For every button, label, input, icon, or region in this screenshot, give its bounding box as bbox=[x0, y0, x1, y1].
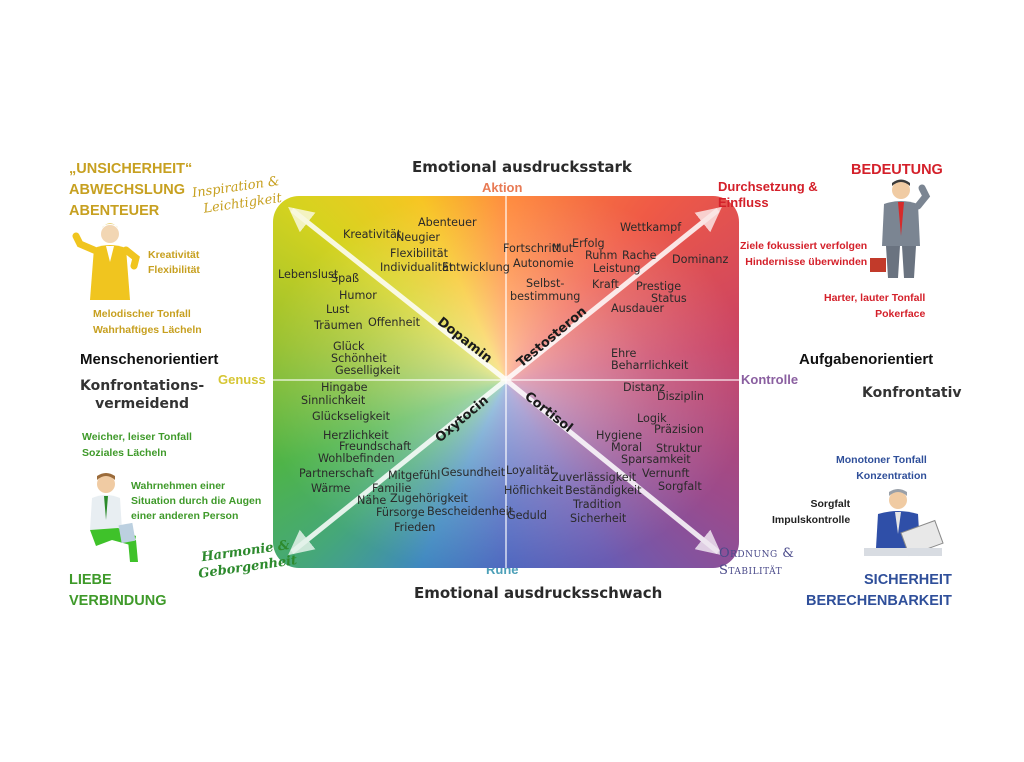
panel-top-right-traits: Ziele fokussiert verfolgen Hindernisse ü… bbox=[740, 240, 868, 268]
word: Abenteuer bbox=[418, 216, 477, 229]
word: Ruhm bbox=[585, 249, 618, 262]
word: Ausdauer bbox=[611, 302, 665, 315]
word: Frieden bbox=[394, 521, 436, 534]
word: Entwicklung bbox=[442, 261, 510, 274]
word: Flexibilität bbox=[390, 247, 449, 260]
confrontation-right: Konfrontativ bbox=[862, 385, 962, 401]
word: Träumen bbox=[314, 319, 363, 332]
word: Fürsorge bbox=[376, 506, 425, 519]
word: Zuverlässigkeit bbox=[551, 471, 637, 484]
word: Disziplin bbox=[657, 390, 704, 403]
word: Glückseligkeit bbox=[312, 410, 390, 423]
arrow-dopamin bbox=[288, 206, 508, 382]
panel-top-left-traits: Kreativität Flexibilität bbox=[148, 249, 200, 276]
word: Spaß bbox=[331, 272, 360, 285]
top-title: Emotional ausdrucksstark bbox=[412, 158, 632, 176]
word: Glück bbox=[333, 340, 365, 353]
caption-ordnung: Ordnung & Stabilität bbox=[719, 546, 795, 578]
word: Beständigkeit bbox=[565, 484, 642, 497]
word: Hingabe bbox=[321, 381, 368, 394]
word: Leistung bbox=[593, 262, 641, 275]
arrow-testosteron bbox=[504, 206, 722, 382]
word: Struktur bbox=[656, 442, 702, 455]
word: Zugehörigkeit bbox=[390, 492, 468, 505]
word: Wohlbefinden bbox=[318, 452, 395, 465]
panel-bottom-left-traits: Wahrnehmen einer Situation durch die Aug… bbox=[131, 480, 262, 522]
word: Fortschritt bbox=[503, 242, 561, 255]
panel-bottom-right-title: SICHERHEIT BERECHENBARKEIT bbox=[806, 572, 952, 609]
word: Selbst- bestimmung bbox=[510, 277, 581, 303]
arrow-cortisol bbox=[504, 378, 722, 556]
word: Gesundheit bbox=[441, 466, 506, 479]
word: Mitgefühl bbox=[388, 469, 441, 482]
orientation-right: Aufgabenorientiert bbox=[799, 351, 934, 368]
word: Individualität bbox=[380, 261, 454, 274]
word: Sparsamkeit bbox=[621, 453, 691, 466]
word: Autonomie bbox=[513, 257, 574, 270]
word: Herzlichkeit bbox=[323, 429, 389, 442]
word: Erfolg bbox=[572, 237, 605, 250]
panel-top-left-title: „UNSICHERHEIT“ ABWECHSLUNG ABENTEUER bbox=[69, 161, 193, 219]
word: Moral bbox=[611, 441, 643, 454]
word: Vernunft bbox=[642, 467, 690, 480]
panel-bottom-right-style: Monotoner Tonfall Konzentration bbox=[836, 454, 927, 482]
word: Wettkampf bbox=[620, 221, 682, 234]
arrow-oxytocin bbox=[288, 378, 508, 556]
word: Präzision bbox=[654, 423, 704, 436]
word: Lebenslust bbox=[278, 268, 339, 281]
word: Nähe bbox=[357, 494, 387, 507]
panel-bottom-left-title: LIEBE VERBINDUNG bbox=[69, 572, 167, 609]
orientation-left: Menschenorientiert bbox=[80, 351, 219, 368]
axis-label-top: Aktion bbox=[482, 180, 523, 195]
word: Sinnlichkeit bbox=[301, 394, 366, 407]
word: Schönheit bbox=[331, 352, 387, 365]
word: Lust bbox=[326, 303, 350, 316]
word: Kreativität bbox=[343, 228, 402, 241]
caption-durchsetzung: Durchsetzung & Einfluss bbox=[718, 179, 818, 210]
word: Prestige bbox=[636, 280, 682, 293]
word: Distanz bbox=[623, 381, 665, 394]
word: Familie bbox=[372, 482, 412, 495]
word: Ehre bbox=[611, 347, 637, 360]
word: Partnerschaft bbox=[299, 467, 374, 480]
word: Loyalität bbox=[506, 464, 555, 477]
word: Kraft bbox=[592, 278, 619, 291]
panel-bottom-left-style: Weicher, leiser Tonfall Soziales Lächeln bbox=[82, 431, 192, 459]
panel-top-right-title: BEDEUTUNG bbox=[851, 162, 943, 178]
word: Rache bbox=[622, 249, 657, 262]
word: Tradition bbox=[573, 498, 622, 511]
word: Humor bbox=[339, 289, 377, 302]
word: Sorgfalt bbox=[658, 480, 702, 493]
word: Freundschaft bbox=[339, 440, 412, 453]
confrontation-left: Konfrontations- vermeidend bbox=[80, 378, 205, 412]
word: Offenheit bbox=[368, 316, 420, 329]
word: Beharrlichkeit bbox=[611, 359, 689, 372]
word: Hygiene bbox=[596, 429, 643, 442]
bottom-title: Emotional ausdrucksschwach bbox=[414, 584, 663, 602]
word: Bescheidenheit bbox=[427, 505, 514, 518]
word: Mut bbox=[552, 242, 574, 255]
word: Sicherheit bbox=[570, 512, 627, 525]
person-green-man-illustration bbox=[90, 473, 138, 562]
word: Logik bbox=[637, 412, 667, 425]
word: Neugier bbox=[396, 231, 441, 244]
person-yellow-woman-illustration bbox=[72, 223, 140, 300]
panel-bottom-right-traits: Sorgfalt Impulskontrolle bbox=[772, 498, 851, 526]
panel-top-left-style: Melodischer Tonfall Wahrhaftiges Lächeln bbox=[93, 308, 202, 336]
axis-label-right: Kontrolle bbox=[741, 372, 799, 387]
axis-label-left: Genuss bbox=[218, 372, 266, 387]
person-red-businessman-illustration bbox=[870, 179, 931, 278]
panel-top-right-style: Harter, lauter Tonfall Pokerface bbox=[824, 292, 926, 320]
word: Wärme bbox=[311, 482, 351, 495]
word: Dominanz bbox=[672, 253, 729, 266]
word: Geselligkeit bbox=[335, 364, 401, 377]
person-blue-businessman-illustration bbox=[864, 489, 944, 557]
word: Status bbox=[651, 292, 687, 305]
word: Geduld bbox=[507, 509, 547, 522]
word: Höflichkeit bbox=[504, 484, 564, 497]
